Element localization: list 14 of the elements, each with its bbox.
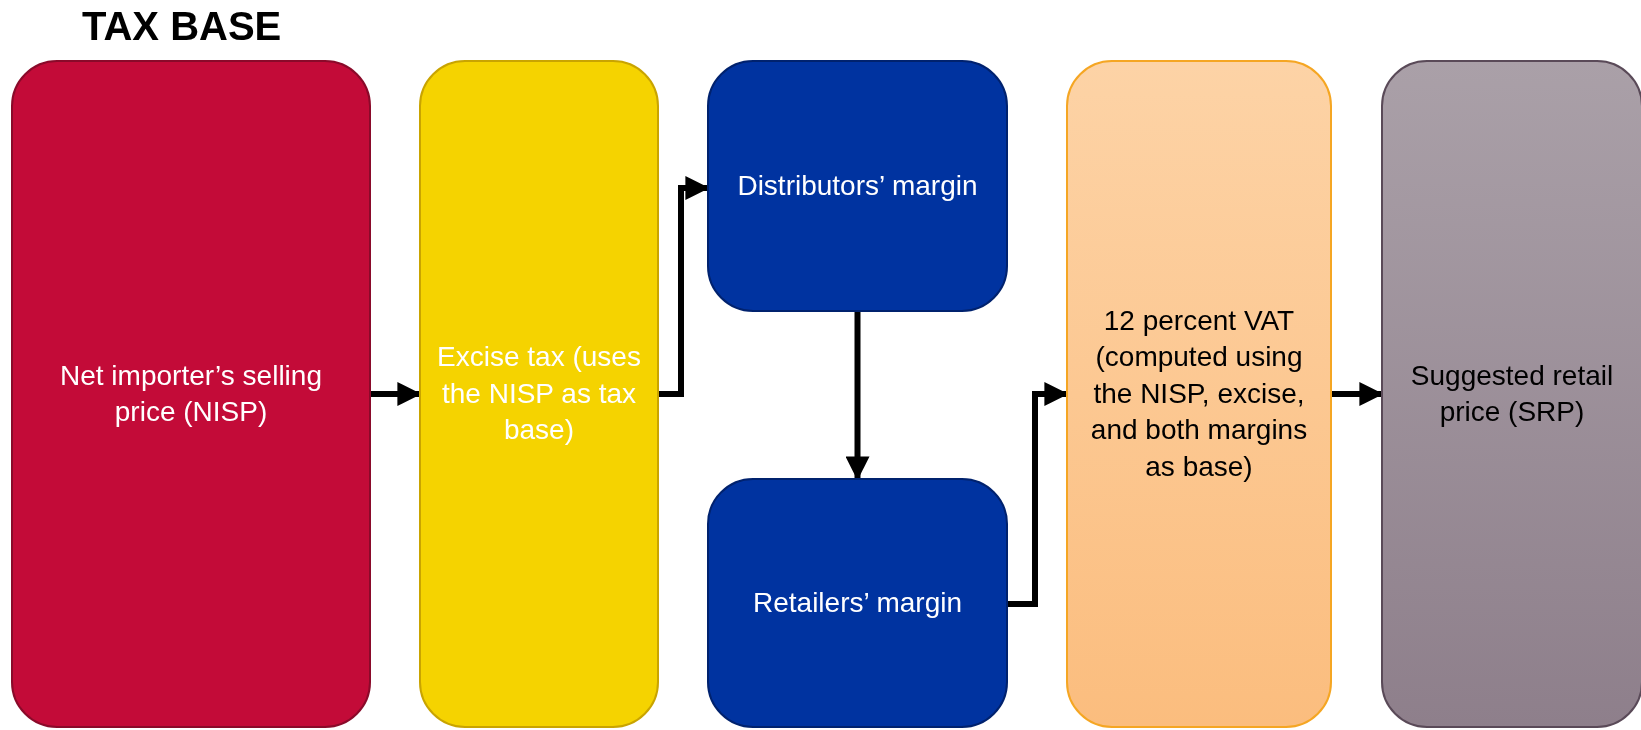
diagram-title: TAX BASE bbox=[82, 4, 282, 49]
node-text: Suggested retail price (SRP) bbox=[1409, 358, 1615, 429]
price-box bbox=[1381, 60, 1641, 728]
arrow bbox=[845, 312, 870, 481]
tax-box bbox=[1066, 60, 1332, 728]
margin-box bbox=[707, 478, 1008, 728]
node-text: 12 percent VAT (computed using the NISP, excise, and both margins as base) bbox=[1089, 304, 1309, 484]
node-text: Retailers’ margin bbox=[753, 585, 962, 620]
node-text: Excise tax (uses the NISP as tax base) bbox=[437, 340, 641, 448]
price-box bbox=[11, 60, 371, 728]
tax-box bbox=[419, 60, 659, 728]
node-text: Net importer’s selling price (NISP) bbox=[59, 358, 323, 429]
node-text: Distributors’ margin bbox=[737, 168, 978, 203]
margin-box bbox=[707, 60, 1008, 312]
